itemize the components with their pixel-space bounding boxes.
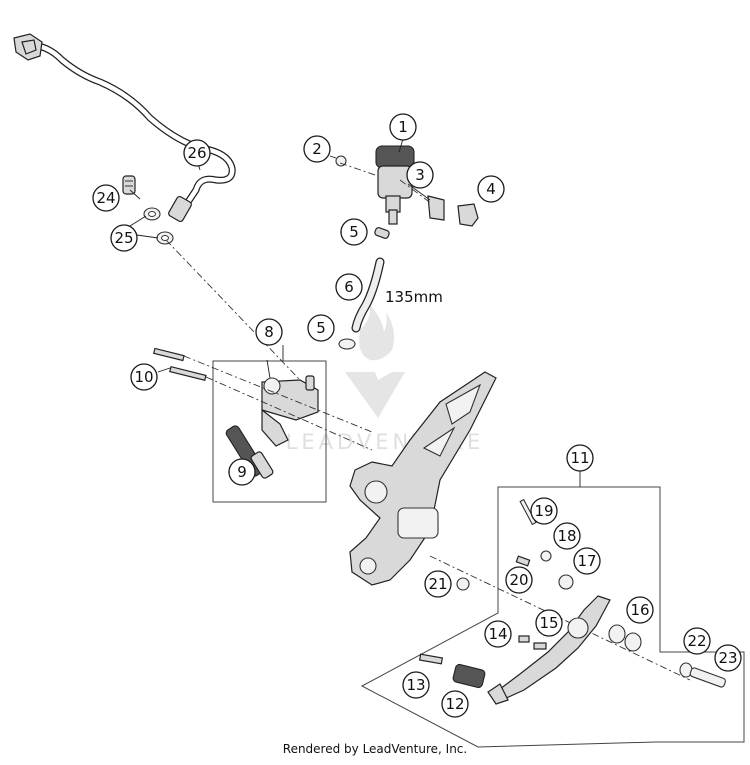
svg-text:1: 1: [398, 118, 408, 136]
banjo-bolt: [122, 175, 136, 195]
svg-text:11: 11: [570, 449, 589, 467]
svg-text:5: 5: [349, 223, 359, 241]
svg-text:17: 17: [577, 552, 596, 570]
piston-kit: [225, 425, 274, 479]
callout-13: 13: [402, 671, 430, 699]
fluid-reservoir: [335, 145, 479, 239]
callout-5-bottom: 5: [307, 314, 335, 342]
svg-text:9: 9: [237, 463, 247, 481]
svg-text:24: 24: [96, 189, 115, 207]
sealing-washers: [143, 207, 174, 245]
svg-text:14: 14: [488, 625, 507, 643]
svg-text:15: 15: [539, 614, 558, 632]
callout-21: 21: [424, 570, 452, 598]
callout-10: 10: [130, 363, 158, 391]
callout-11: 11: [566, 444, 594, 472]
leader-pivot: [429, 555, 691, 681]
svg-text:2: 2: [312, 140, 322, 158]
callout-25: 25: [110, 224, 138, 252]
hose-length-label: 135mm: [385, 288, 443, 306]
callout-18: 18: [553, 522, 581, 550]
brake-hose: [13, 33, 236, 223]
svg-text:16: 16: [630, 601, 649, 619]
svg-text:19: 19: [534, 502, 553, 520]
callout-1: 1: [389, 113, 417, 141]
svg-text:3: 3: [415, 166, 425, 184]
footer-credit: Rendered by LeadVenture, Inc.: [282, 742, 468, 756]
callout-6: 6: [335, 273, 363, 301]
callout-4: 4: [477, 175, 505, 203]
callout-22: 22: [683, 627, 711, 655]
leader-25: [165, 239, 301, 381]
callout-12: 12: [441, 690, 469, 718]
footrest-bracket: [349, 371, 497, 586]
callout-20: 20: [505, 566, 533, 594]
callout-9: 9: [228, 458, 256, 486]
callout-3: 3: [406, 161, 434, 189]
svg-text:26: 26: [187, 144, 206, 162]
callout-26: 26: [183, 139, 211, 167]
leader-3: [399, 179, 433, 205]
svg-text:18: 18: [557, 527, 576, 545]
svg-text:22: 22: [687, 632, 706, 650]
master-cylinder-box: [212, 360, 327, 503]
leader-10b: [205, 376, 373, 451]
reservoir-hose: [338, 257, 385, 350]
svg-text:25: 25: [114, 229, 133, 247]
callout-17: 17: [573, 547, 601, 575]
pedal-hardware: [456, 498, 726, 688]
svg-text:12: 12: [445, 695, 464, 713]
svg-text:6: 6: [344, 278, 354, 296]
callout-5-top: 5: [340, 218, 368, 246]
svg-text:8: 8: [264, 323, 274, 341]
leader-10a: [183, 355, 373, 433]
svg-text:5: 5: [316, 319, 326, 337]
svg-text:10: 10: [134, 368, 153, 386]
svg-text:23: 23: [718, 649, 737, 667]
callout-19: 19: [530, 497, 558, 525]
svg-text:21: 21: [428, 575, 447, 593]
svg-text:20: 20: [509, 571, 528, 589]
callout-2: 2: [303, 135, 331, 163]
callout-15: 15: [535, 609, 563, 637]
callout-8: 8: [255, 318, 283, 346]
callout-23: 23: [714, 644, 742, 672]
svg-text:13: 13: [406, 676, 425, 694]
leader-2: [339, 162, 379, 177]
callout-16: 16: [626, 596, 654, 624]
brake-pedal: [418, 595, 611, 705]
svg-text:4: 4: [486, 180, 496, 198]
master-cylinder: [261, 375, 319, 447]
mounting-bolts: [152, 347, 207, 381]
callout-24: 24: [92, 184, 120, 212]
callout-14: 14: [484, 620, 512, 648]
brake-pedal-box: [360, 486, 745, 748]
